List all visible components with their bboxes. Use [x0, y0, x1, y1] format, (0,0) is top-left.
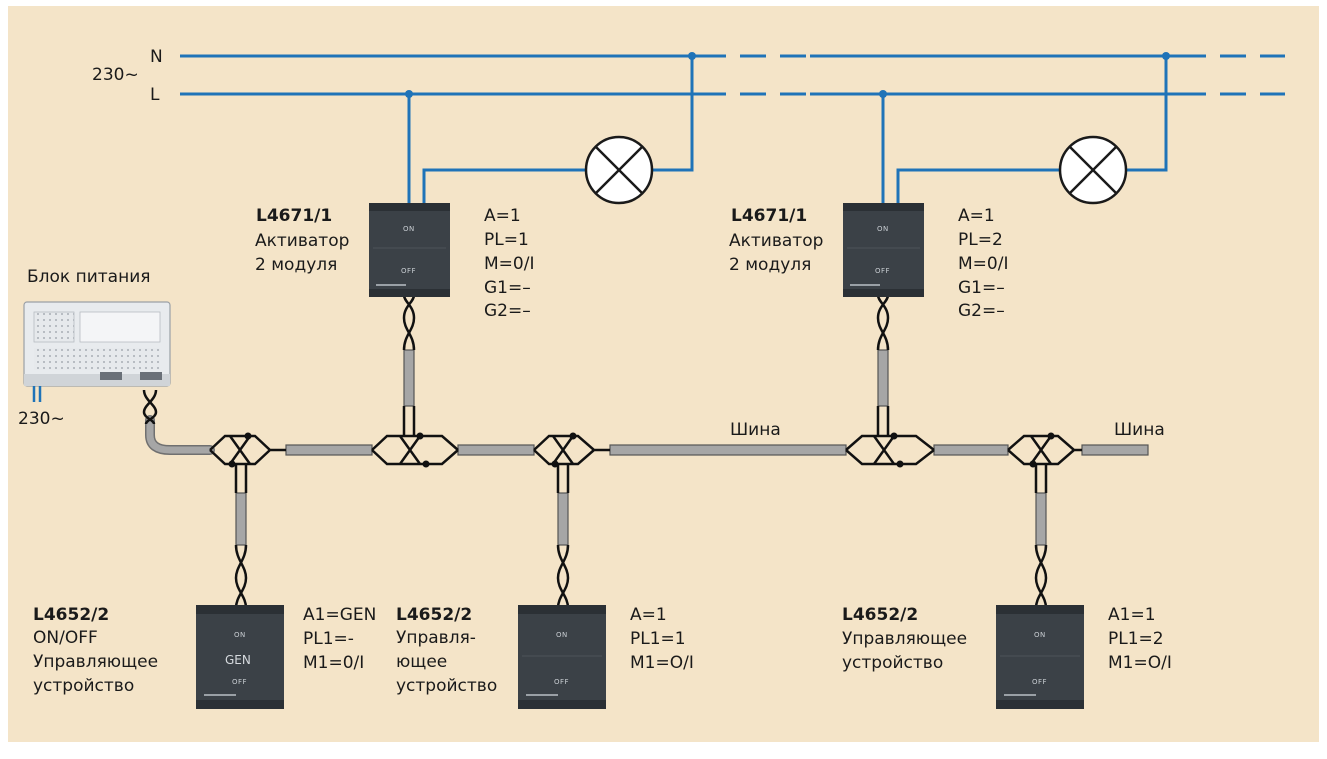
power-supply-voltage: 230~ [18, 409, 65, 429]
bus-label: Шина [730, 420, 781, 440]
actuator-2-line2: 2 модуля [729, 255, 811, 275]
control-1-code: L4652/2 [33, 605, 109, 625]
off-marking: OFF [1032, 678, 1047, 686]
live-label: L [150, 85, 160, 105]
actuator-2-config-0: A=1 [958, 206, 995, 226]
actuator-2-code: L4671/1 [731, 206, 807, 226]
off-marking: OFF [554, 678, 569, 686]
off-marking: OFF [232, 678, 247, 686]
control-1-line-1: Управляющее [33, 652, 158, 672]
control-device-2: ON OFF [518, 605, 606, 709]
control-3-code: L4652/2 [842, 605, 918, 625]
control-3-line-0: Управляющее [842, 629, 967, 649]
control-1-line-2: устройство [33, 676, 134, 696]
control-3-config-1: PL1=2 [1108, 629, 1164, 649]
actuator-1-config-3: G1=– [484, 278, 531, 298]
control-3-config-0: A1=1 [1108, 605, 1156, 625]
actuator-1-code: L4671/1 [256, 206, 332, 226]
mains-lines [180, 54, 1285, 96]
off-marking: OFF [875, 267, 890, 275]
actuator-1-line2: 2 модуля [255, 255, 337, 275]
actuator-1-config-1: PL=1 [484, 230, 529, 250]
actuator-1-wiring [407, 56, 694, 205]
off-marking: OFF [401, 267, 416, 275]
neutral-label: N [150, 47, 163, 67]
splice-dots [228, 432, 1055, 468]
actuator-device-2: ON OFF [843, 203, 924, 297]
junction-dot [688, 52, 696, 60]
actuator-2-config-1: PL=2 [958, 230, 1003, 250]
control-2-code: L4652/2 [396, 605, 472, 625]
control-1-line-0: ON/OFF [33, 628, 98, 648]
control-1-config-0: A1=GEN [303, 605, 376, 625]
control-2-line-0: Управля- [396, 628, 476, 648]
on-marking: ON [403, 225, 415, 233]
actuator-2-config-4: G2=– [958, 301, 1005, 321]
bus-label: Шина [1114, 420, 1165, 440]
bus-splices [142, 294, 1082, 609]
lamp-icon [584, 135, 654, 205]
control-2-config-1: PL1=1 [630, 629, 686, 649]
on-marking: ON [234, 631, 246, 639]
on-marking: ON [556, 631, 568, 639]
actuator-2-wiring [881, 56, 1168, 205]
junction-dot [1162, 52, 1170, 60]
actuator-1-config-0: A=1 [484, 206, 521, 226]
power-supply-input-wires [32, 386, 42, 402]
on-marking: ON [1034, 631, 1046, 639]
power-supply-unit [23, 301, 171, 387]
actuator-1-config-4: G2=– [484, 301, 531, 321]
on-marking: ON [877, 225, 889, 233]
control-2-line-2: устройство [396, 676, 497, 696]
control-3-config-2: M1=O/I [1108, 653, 1172, 673]
actuator-2-line1: Активатор [729, 231, 823, 251]
power-supply-title: Блок питания [27, 267, 150, 287]
actuator-1-config-2: M=0/I [484, 254, 534, 274]
lamp-icon [1058, 135, 1128, 205]
bus-cable [145, 349, 1149, 546]
control-3-line-1: устройство [842, 653, 943, 673]
gen-marking: GEN [225, 653, 251, 667]
control-device-3: ON OFF [996, 605, 1084, 709]
actuator-device-1: ON OFF [369, 203, 450, 297]
control-2-config-2: M1=O/I [630, 653, 694, 673]
mains-voltage-label: 230~ [92, 65, 139, 85]
control-1-config-2: M1=0/I [303, 653, 364, 673]
actuator-1-line1: Активатор [255, 231, 349, 251]
control-device-1: ON GEN OFF [196, 605, 284, 709]
junction-dot [405, 90, 413, 98]
actuator-2-config-3: G1=– [958, 278, 1005, 298]
junction-dot [879, 90, 887, 98]
control-2-line-1: ющее [396, 652, 447, 672]
actuator-2-config-2: M=0/I [958, 254, 1008, 274]
control-2-config-0: A=1 [630, 605, 667, 625]
control-1-config-1: PL1=- [303, 629, 354, 649]
